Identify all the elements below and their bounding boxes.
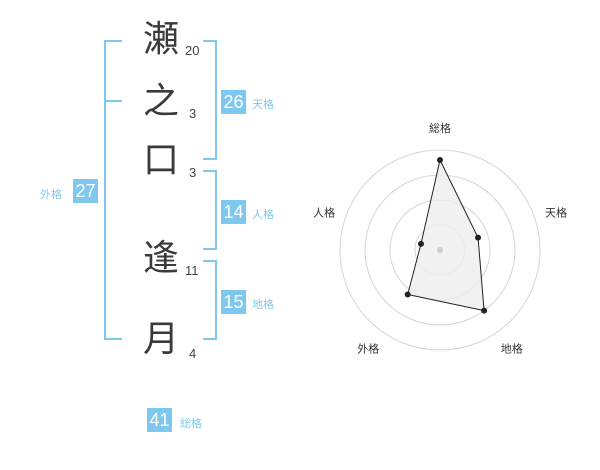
tenkaku-bracket bbox=[203, 40, 217, 160]
radar-axis-label-2: 天格 bbox=[545, 205, 567, 219]
radar-point-4 bbox=[404, 291, 411, 298]
jinkaku-bracket bbox=[203, 170, 217, 250]
gaikaku-bracket-inner-tick bbox=[104, 100, 122, 102]
gaikaku-score: 27 bbox=[73, 179, 98, 203]
stroke-count-5: 4 bbox=[189, 346, 197, 361]
radar-axis-label-5: 人格 bbox=[313, 205, 335, 219]
stroke-count-3: 3 bbox=[189, 165, 197, 180]
soukaku-label: 総格 bbox=[180, 417, 202, 430]
tenkaku-label: 天格 bbox=[252, 98, 274, 111]
gaikaku-label: 外格 bbox=[40, 188, 62, 201]
name-char-2: 之 bbox=[143, 81, 180, 122]
name-char-4: 逢 bbox=[143, 238, 180, 279]
radar-center-dot bbox=[437, 247, 443, 253]
soukaku-score: 41 bbox=[147, 408, 172, 432]
radar-axis-label-3: 地格 bbox=[501, 342, 523, 356]
name-char-1: 瀬 bbox=[143, 19, 180, 60]
name-char-3: 口 bbox=[143, 140, 180, 181]
name-char-5: 月 bbox=[143, 319, 180, 360]
chikaku-label: 地格 bbox=[252, 298, 274, 311]
radar-point-5 bbox=[417, 240, 424, 247]
gaikaku-bracket bbox=[104, 40, 122, 340]
tenkaku-score: 26 bbox=[221, 90, 246, 114]
chikaku-score: 15 bbox=[221, 290, 246, 314]
radar-series-polygon bbox=[407, 158, 485, 312]
radar-point-1 bbox=[437, 157, 443, 163]
jinkaku-score: 14 bbox=[221, 200, 246, 224]
radar-axis-label-4: 外格 bbox=[357, 342, 379, 356]
radar-axis-label-1: 総格 bbox=[429, 121, 451, 135]
stroke-count-1: 20 bbox=[185, 43, 200, 58]
chikaku-bracket bbox=[203, 260, 217, 340]
radar-point-3 bbox=[481, 307, 488, 314]
radar-ring-4 bbox=[339, 149, 541, 351]
jinkaku-label: 人格 bbox=[252, 208, 274, 221]
stroke-count-2: 3 bbox=[189, 106, 197, 121]
radar-point-2 bbox=[475, 234, 482, 241]
stroke-count-4: 11 bbox=[185, 263, 199, 278]
